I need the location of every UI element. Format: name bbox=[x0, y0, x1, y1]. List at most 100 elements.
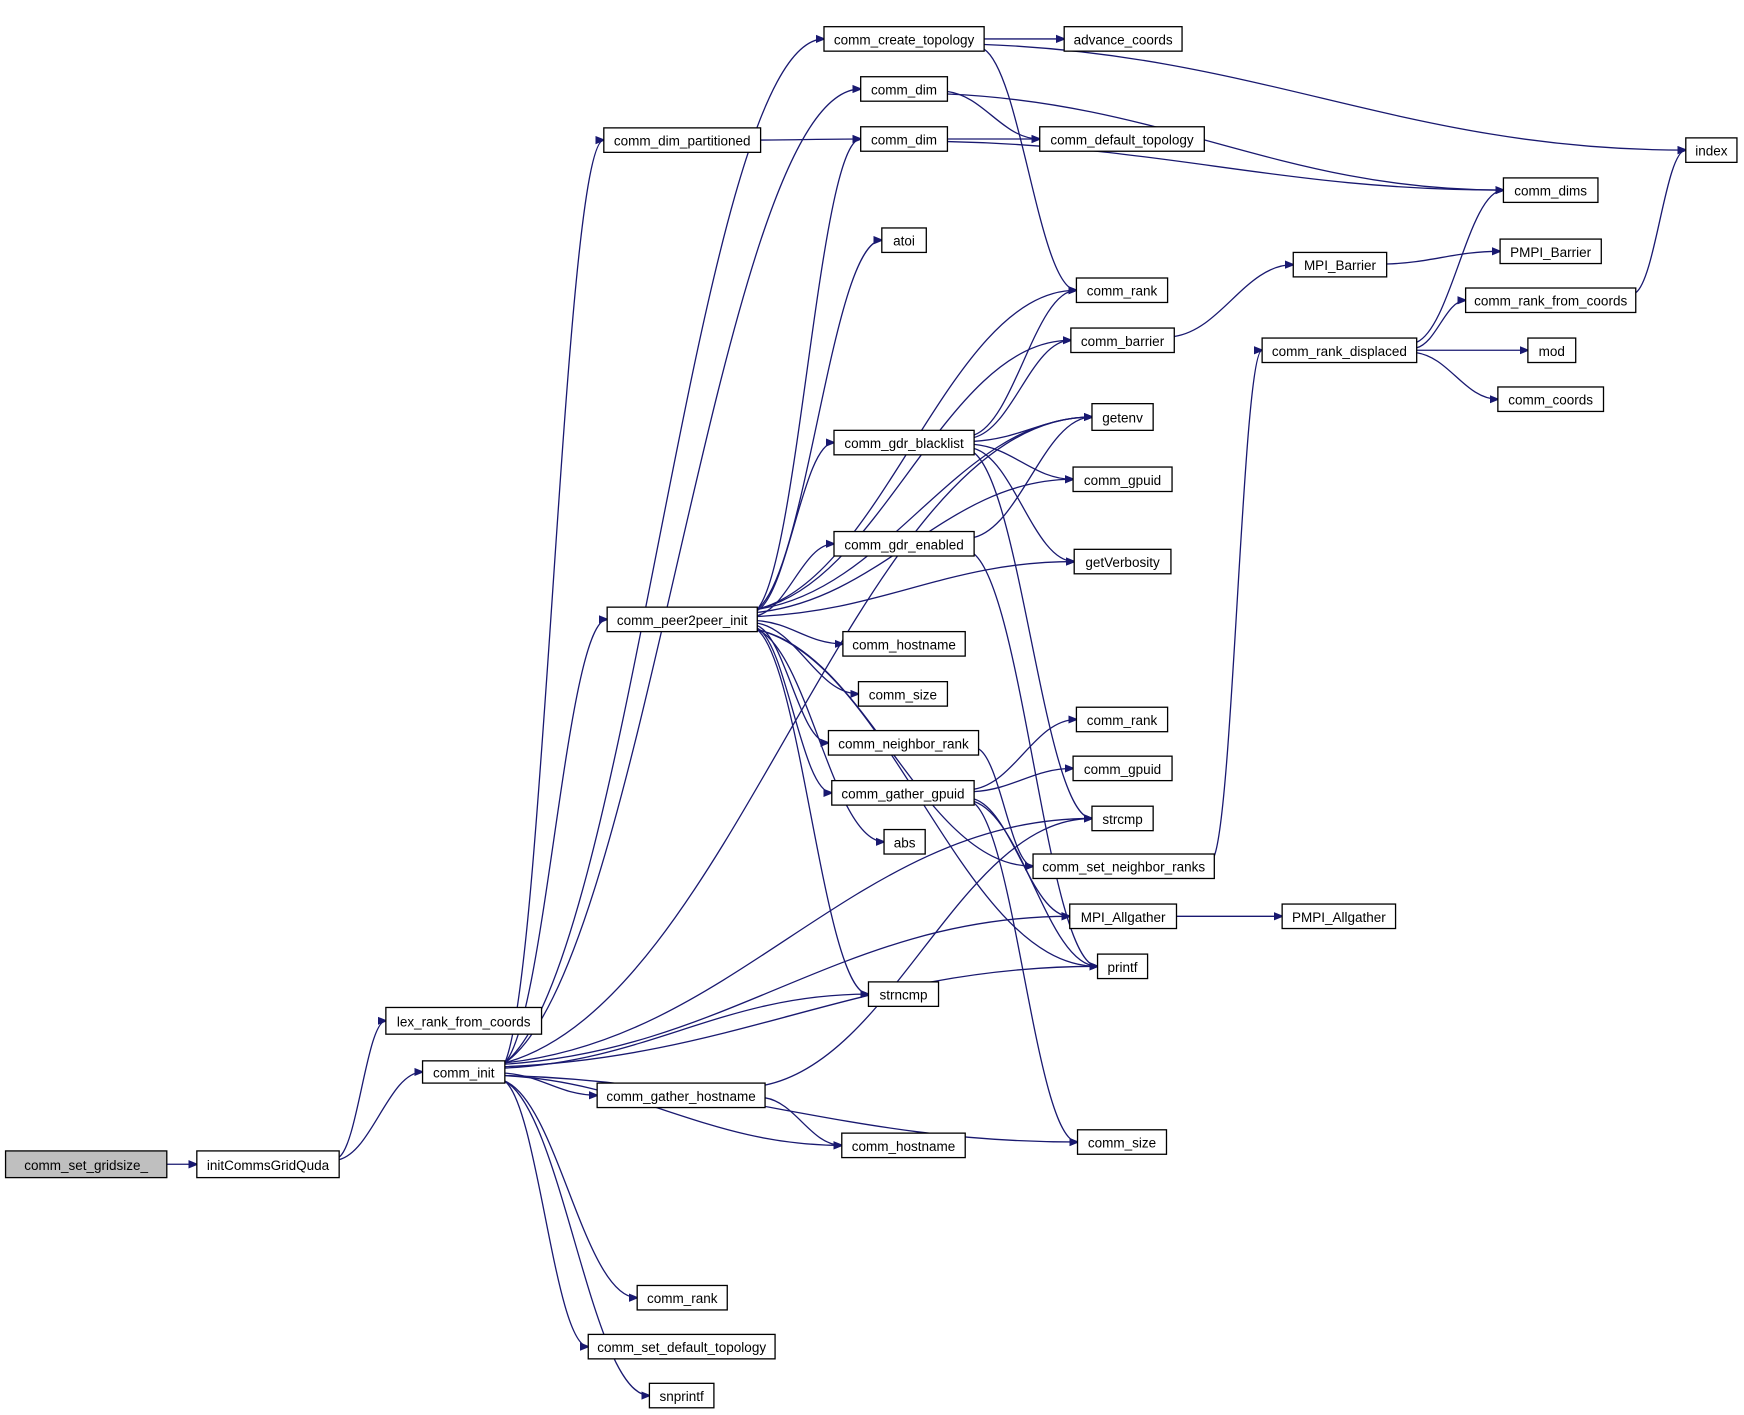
edge-comm-dim-partitioned-to-comm-dim bbox=[760, 139, 861, 140]
node-box bbox=[860, 76, 949, 102]
node-label: comm_size bbox=[869, 687, 937, 702]
node-label: strncmp bbox=[879, 988, 927, 1003]
node-box bbox=[1499, 238, 1602, 265]
node-comm-barrier[interactable]: comm_barrier bbox=[1070, 327, 1175, 354]
node-comm-set-gridsize-[interactable]: comm_set_gridsize_ bbox=[4, 1150, 168, 1179]
node-label: comm_dim_partitioned bbox=[614, 134, 751, 149]
node-box bbox=[1072, 466, 1173, 493]
node-label: initCommsGridQuda bbox=[207, 1158, 330, 1173]
node-comm-gpuid[interactable]: comm_gpuid bbox=[1072, 755, 1173, 782]
node-comm-dim[interactable]: comm_dim bbox=[860, 126, 949, 152]
node-comm-neighbor-rank[interactable]: comm_neighbor_rank bbox=[827, 729, 980, 756]
node-strcmp[interactable]: strcmp bbox=[1091, 805, 1154, 832]
edge-comm-init-to-comm-dim-partitioned bbox=[504, 140, 604, 1064]
node-comm-gdr-blacklist[interactable]: comm_gdr_blacklist bbox=[833, 429, 975, 456]
node-comm-gdr-enabled[interactable]: comm_gdr_enabled bbox=[833, 530, 975, 557]
node-label: comm_dims bbox=[1514, 184, 1587, 199]
edge-comm-dim-to-comm-dims bbox=[947, 140, 1503, 191]
node-comm-rank-displaced[interactable]: comm_rank_displaced bbox=[1261, 337, 1418, 364]
edge-comm-peer2peer-init-to-atoi bbox=[756, 240, 882, 610]
node-label: getVerbosity bbox=[1085, 555, 1160, 570]
node-comm-rank[interactable]: comm_rank bbox=[636, 1284, 728, 1311]
node-comm-rank[interactable]: comm_rank bbox=[1075, 277, 1169, 304]
node-comm-set-default-topology[interactable]: comm_set_default_topology bbox=[587, 1333, 776, 1360]
node-comm-gather-gpuid[interactable]: comm_gather_gpuid bbox=[831, 779, 975, 806]
node-mpi-barrier[interactable]: MPI_Barrier bbox=[1292, 251, 1388, 278]
node-label: comm_gather_hostname bbox=[606, 1089, 755, 1104]
edge-comm-barrier-to-mpi-barrier bbox=[1174, 265, 1293, 338]
node-comm-set-neighbor-ranks[interactable]: comm_set_neighbor_ranks bbox=[1032, 853, 1215, 880]
node-box bbox=[883, 828, 926, 855]
node-strncmp[interactable]: strncmp bbox=[867, 981, 940, 1008]
node-comm-dim[interactable]: comm_dim bbox=[860, 76, 949, 102]
node-comm-gpuid[interactable]: comm_gpuid bbox=[1072, 466, 1173, 493]
node-mpi-allgather[interactable]: MPI_Allgather bbox=[1069, 903, 1178, 930]
node-box bbox=[1464, 287, 1637, 314]
node-comm-default-topology[interactable]: comm_default_topology bbox=[1039, 126, 1205, 152]
node-comm-rank[interactable]: comm_rank bbox=[1075, 706, 1169, 733]
node-label: comm_rank_from_coords bbox=[1474, 294, 1627, 309]
node-box bbox=[842, 630, 966, 657]
edge-comm-peer2peer-init-to-comm-barrier bbox=[757, 340, 1071, 610]
node-comm-create-topology[interactable]: comm_create_topology bbox=[823, 26, 985, 52]
node-abs[interactable]: abs bbox=[883, 828, 926, 855]
node-box bbox=[1261, 337, 1418, 364]
node-index[interactable]: index bbox=[1685, 137, 1738, 164]
node-box bbox=[1091, 403, 1154, 431]
node-label: comm_gpuid bbox=[1084, 762, 1161, 777]
node-advance-coords[interactable]: advance_coords bbox=[1063, 26, 1183, 52]
node-comm-hostname[interactable]: comm_hostname bbox=[842, 630, 966, 657]
node-comm-size[interactable]: comm_size bbox=[1076, 1129, 1168, 1155]
node-pmpi-barrier[interactable]: PMPI_Barrier bbox=[1499, 238, 1602, 265]
node-comm-init[interactable]: comm_init bbox=[421, 1060, 506, 1084]
edge-comm-gather-gpuid-to-comm-size bbox=[973, 802, 1077, 1142]
node-getverbosity[interactable]: getVerbosity bbox=[1073, 548, 1172, 575]
edge-comm-gdr-blacklist-to-comm-barrier bbox=[973, 340, 1071, 439]
node-label: advance_coords bbox=[1074, 32, 1173, 47]
node-initcommsgridquda[interactable]: initCommsGridQuda bbox=[196, 1150, 340, 1179]
nodes-layer: comm_set_gridsize_ initCommsGridQuda lex_r… bbox=[4, 26, 1738, 1409]
edge-comm-peer2peer-init-to-getverbosity bbox=[757, 562, 1074, 618]
edge-comm-init-to-mpi-allgather bbox=[504, 916, 1070, 1065]
node-label: comm_hostname bbox=[852, 1139, 956, 1154]
edge-comm-gdr-blacklist-to-getverbosity bbox=[973, 447, 1074, 562]
edge-comm-rank-displaced-to-comm-rank-from-coords bbox=[1416, 300, 1466, 349]
node-box bbox=[1091, 805, 1154, 832]
node-label: comm_set_neighbor_ranks bbox=[1042, 860, 1205, 875]
edge-comm-gather-gpuid-to-printf bbox=[973, 800, 1097, 967]
node-label: lex_rank_from_coords bbox=[397, 1014, 531, 1029]
node-atoi[interactable]: atoi bbox=[881, 227, 927, 254]
edge-comm-gdr-blacklist-to-comm-gpuid bbox=[974, 443, 1073, 479]
node-snprintf[interactable]: snprintf bbox=[648, 1382, 715, 1409]
edge-comm-gather-gpuid-to-comm-rank bbox=[974, 719, 1076, 790]
node-printf[interactable]: printf bbox=[1096, 953, 1149, 980]
node-box bbox=[1096, 953, 1149, 980]
node-pmpi-allgather[interactable]: PMPI_Allgather bbox=[1281, 903, 1397, 930]
edges-layer bbox=[166, 39, 1686, 1396]
node-comm-dims[interactable]: comm_dims bbox=[1502, 177, 1599, 204]
node-lex-rank-from-coords[interactable]: lex_rank_from_coords bbox=[385, 1006, 543, 1035]
node-comm-hostname[interactable]: comm_hostname bbox=[841, 1132, 966, 1159]
node-comm-gather-hostname[interactable]: comm_gather_hostname bbox=[596, 1082, 766, 1109]
node-box bbox=[857, 681, 949, 707]
node-label: comm_size bbox=[1088, 1136, 1156, 1151]
edge-comm-init-to-comm-hostname bbox=[504, 1074, 842, 1146]
edge-comm-rank-displaced-to-comm-coords bbox=[1416, 352, 1498, 399]
edge-initcommsgridquda-to-comm-init bbox=[338, 1072, 422, 1161]
node-box bbox=[1075, 277, 1169, 304]
node-comm-dim-partitioned[interactable]: comm_dim_partitioned bbox=[603, 127, 762, 153]
node-box bbox=[1527, 337, 1577, 364]
node-label: printf bbox=[1108, 960, 1138, 975]
node-comm-peer2peer-init[interactable]: comm_peer2peer_init bbox=[606, 606, 758, 633]
node-label: comm_gdr_enabled bbox=[844, 537, 963, 552]
node-getenv[interactable]: getenv bbox=[1091, 403, 1154, 431]
edge-comm-peer2peer-init-to-comm-set-neighbor-ranks bbox=[757, 628, 1033, 867]
node-label: comm_rank bbox=[1087, 713, 1158, 728]
edge-comm-init-to-comm-gather-hostname bbox=[504, 1072, 597, 1095]
node-comm-size[interactable]: comm_size bbox=[857, 681, 949, 707]
node-mod[interactable]: mod bbox=[1527, 337, 1577, 364]
node-comm-rank-from-coords[interactable]: comm_rank_from_coords bbox=[1464, 287, 1637, 314]
node-comm-coords[interactable]: comm_coords bbox=[1497, 386, 1605, 413]
node-label: comm_set_default_topology bbox=[597, 1340, 766, 1355]
